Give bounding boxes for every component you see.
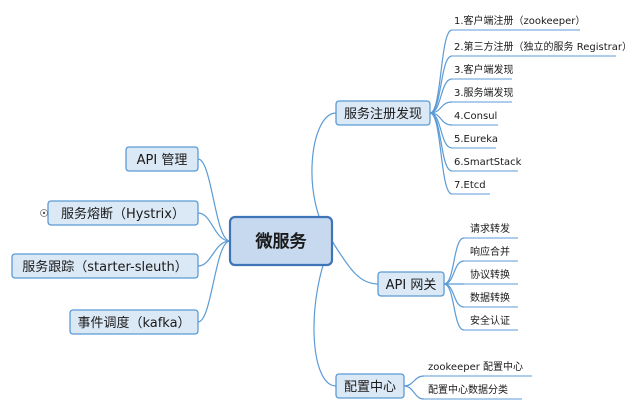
leaf-item[interactable]: 1.客户端注册（zookeeper）	[454, 14, 585, 27]
leaf-item[interactable]: 5.Eureka	[454, 134, 498, 145]
connector-leaf	[443, 260, 465, 285]
branch-label: API 网关	[386, 278, 437, 293]
leaf-item[interactable]: 3.服务端发现	[454, 86, 514, 99]
left-branch-event-scheduling[interactable]: 事件调度（kafka）	[69, 309, 199, 335]
leaf-item[interactable]: 协议转换	[470, 268, 510, 281]
gateway-leaves: 请求转发 响应合并 协议转换 数据转换 安全认证	[464, 222, 518, 331]
connector-leaf	[403, 375, 425, 387]
leaf-item[interactable]: 3.客户端发现	[454, 63, 514, 76]
branch-label: 配置中心	[344, 380, 396, 395]
right-branch-config-center[interactable]: 配置中心	[335, 373, 405, 399]
branch-label: 事件调度（kafka）	[77, 315, 190, 331]
connector-leaf	[443, 283, 465, 331]
connector-left	[197, 212, 231, 242]
leaf-item[interactable]: 7.Etcd	[454, 180, 486, 191]
leaf-item[interactable]: 4.Consul	[454, 111, 497, 122]
connector-leaf	[403, 385, 425, 400]
leaf-item[interactable]: 数据转换	[470, 291, 510, 304]
center-topic[interactable]: 微服务	[228, 215, 334, 267]
connector-leaf	[429, 78, 453, 114]
left-branch-api-management[interactable]: API 管理	[125, 146, 199, 172]
branch-label: 服务跟踪（starter-sleuth）	[22, 259, 187, 275]
connector-left	[197, 240, 231, 323]
leaf-item[interactable]: zookeeper 配置中心	[428, 360, 523, 373]
connector-leaf	[443, 283, 465, 308]
connector-leaf	[429, 112, 453, 172]
leaf-item[interactable]: 6.SmartStack	[454, 157, 522, 168]
connector-leaf	[429, 55, 453, 114]
connector-left	[197, 158, 231, 242]
connector-leaf	[443, 237, 465, 285]
expand-collapse-icon[interactable]	[40, 209, 48, 217]
leaf-item[interactable]: 2.第三方注册（独立的服务 Registrar）	[454, 40, 632, 53]
connector-left	[197, 240, 231, 267]
leaf-item[interactable]: 配置中心数据分类	[428, 383, 508, 396]
branch-label: 服务注册发现	[344, 106, 422, 122]
leaf-item[interactable]: 响应合并	[470, 245, 510, 258]
discovery-leaves: 1.客户端注册（zookeeper） 2.第三方注册（独立的服务 Registr…	[452, 14, 632, 195]
left-branch-tracing[interactable]: 服务跟踪（starter-sleuth）	[11, 253, 199, 279]
connector-leaf	[429, 29, 453, 114]
branch-label: API 管理	[137, 153, 188, 168]
right-branch-api-gateway[interactable]: API 网关	[377, 271, 445, 297]
leaf-item[interactable]: 安全认证	[470, 314, 510, 327]
leaf-item[interactable]: 请求转发	[470, 222, 510, 235]
connector-right	[331, 240, 379, 285]
connector-leaf	[429, 112, 453, 195]
right-branch-service-discovery[interactable]: 服务注册发现	[335, 100, 431, 126]
config-leaves: zookeeper 配置中心 配置中心数据分类	[424, 360, 532, 400]
branch-label: 服务熔断（Hystrix）	[61, 206, 185, 222]
left-branch-circuit-breaker[interactable]: 服务熔断（Hystrix）	[47, 200, 199, 226]
center-topic-label: 微服务	[255, 231, 308, 252]
